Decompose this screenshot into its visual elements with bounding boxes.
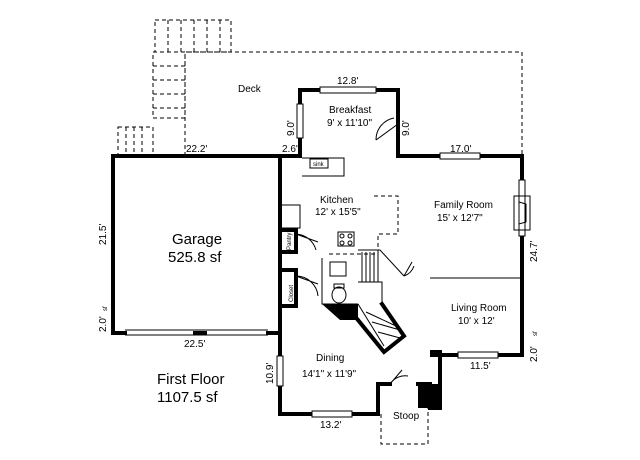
dim-dining-width: 13.2' — [320, 420, 341, 431]
closet-label: Closet — [289, 285, 295, 302]
dining: Dining 14'1" x 11'9" 10.9' 13.2' — [265, 304, 442, 431]
deck: Deck — [117, 19, 523, 158]
dim-dining-height: 10.9' — [265, 363, 276, 384]
dining-name: Dining — [316, 353, 344, 364]
floor-name: First Floor — [157, 371, 225, 388]
pantry-label: Pantry — [287, 233, 293, 250]
breakfast-name: Breakfast — [329, 105, 371, 116]
breakfast: Breakfast 9' x 11'10" 12.8' 9.0' 9.0' 2.… — [282, 76, 412, 158]
dim-garage-width-top: 22.2' — [186, 144, 207, 155]
family-room-name: Family Room — [434, 200, 493, 211]
family-room-size: 15' x 12'7" — [437, 213, 483, 224]
dining-size: 14'1" x 11'9" — [302, 369, 357, 380]
family-room: Family Room 15' x 12'7" 17.0' 24.7' — [430, 144, 540, 344]
dim-garage-width-bottom: 22.5' — [184, 339, 205, 350]
kitchen-name: Kitchen — [320, 195, 353, 206]
dim-living-step: 2.0' — [529, 346, 540, 362]
closet: Closet — [278, 268, 319, 308]
dim-living-width: 11.5' — [470, 361, 491, 372]
living-room-size: 10' x 12' — [458, 316, 495, 327]
deck-label: Deck — [238, 84, 262, 95]
kitchen-size: 12' x 15'5" — [315, 207, 361, 218]
dim-garage-height: 21.5' — [98, 224, 109, 245]
floor-area: 1107.5 sf — [157, 389, 218, 406]
dim-garage-step: 2.0' — [98, 316, 109, 332]
dim-family-width: 17.0' — [450, 144, 471, 155]
stoop-label: Stoop — [393, 411, 420, 422]
svg-text:sf: sf — [533, 331, 539, 336]
kitchen: sink Kitchen 12' x 15'5" — [278, 152, 524, 255]
dim-small-offset: 2.6' — [282, 144, 298, 155]
stairs — [321, 249, 415, 355]
svg-text:sf: sf — [103, 306, 109, 311]
garage-area: 525.8 sf — [168, 249, 222, 266]
living-room: Living Room 10' x 12' 11.5' 2.0' sf — [430, 303, 540, 372]
breakfast-size: 9' x 11'10" — [327, 118, 372, 129]
pantry: Pantry — [278, 228, 319, 254]
garage-name: Garage — [172, 231, 222, 248]
dim-breakfast-right: 9.0' — [401, 120, 412, 136]
dim-breakfast-width: 12.8' — [337, 76, 358, 87]
svg-text:sink: sink — [313, 162, 325, 168]
living-room-name: Living Room — [451, 303, 507, 314]
stoop: Stoop — [380, 408, 429, 445]
dim-breakfast-left: 9.0' — [286, 120, 297, 136]
floor-title: First Floor 1107.5 sf — [157, 371, 225, 406]
garage: Garage 525.8 sf 22.2' 22.5' 21.5' 2.0' s… — [98, 144, 282, 350]
dim-family-height: 24.7' — [529, 241, 540, 262]
